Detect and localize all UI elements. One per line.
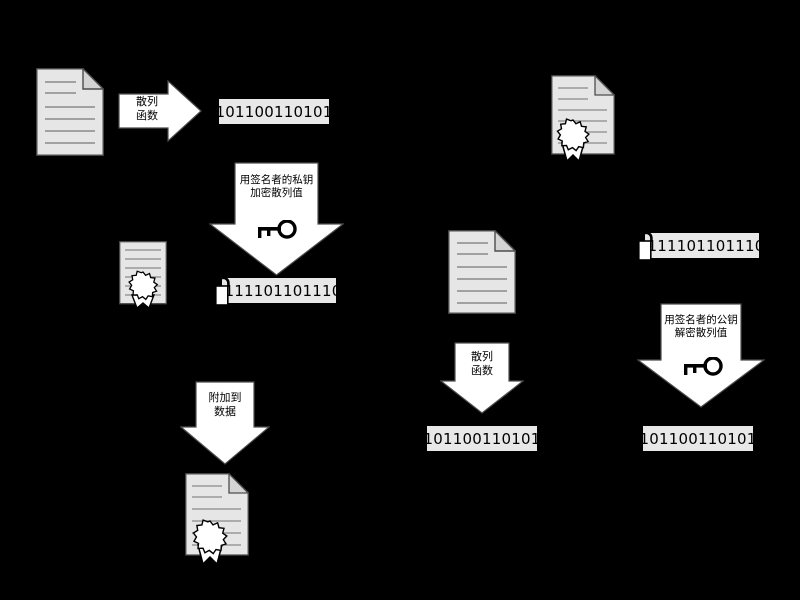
data-document-icon [448, 230, 516, 314]
signature-document-icon [119, 241, 167, 313]
signed-document-icon [185, 473, 249, 569]
computed-hash-chip: 101100110101 [424, 426, 540, 451]
attach-to-data-arrow: 附加到 数据 [180, 381, 270, 465]
hash-function-arrow-verification: 散列 函数 [440, 342, 524, 414]
hash-value-chip: 101100110101 [216, 99, 332, 124]
decrypted-hash-chip: 101100110101 [640, 426, 756, 451]
decrypt-public-key-arrow: 用签名者的公钥 解密散列值 [637, 303, 765, 408]
lock-icon [215, 275, 232, 311]
lock-icon-verification [638, 230, 655, 266]
received-signed-document-icon [551, 75, 615, 165]
encrypted-hash-chip: 111101101110 [222, 278, 341, 303]
hash-function-arrow-signing: 散列 函数 [118, 80, 202, 142]
received-encrypted-hash-chip: 111101101110 [645, 233, 764, 258]
source-document-icon [36, 68, 104, 156]
encrypt-private-key-arrow: 用签名者的私钥 加密散列值 [209, 162, 344, 276]
